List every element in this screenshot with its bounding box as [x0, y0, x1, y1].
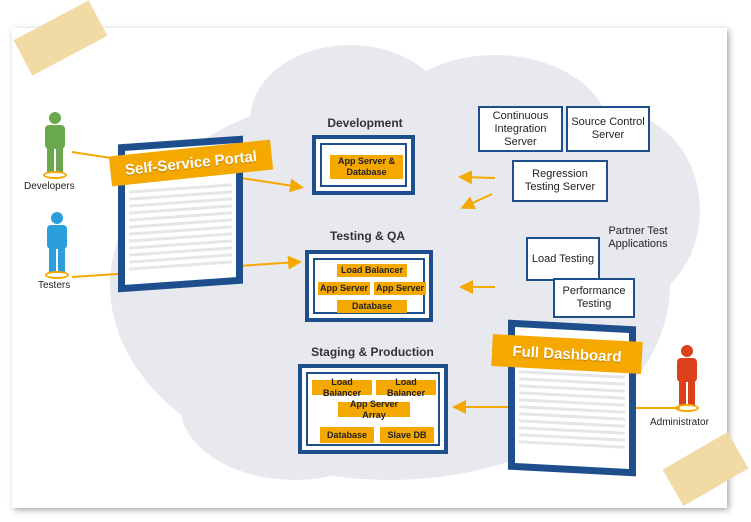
developers-label: Developers: [24, 181, 75, 192]
chip-load-balancer: Load Balancer: [376, 377, 436, 398]
staging-env: Load Balancer Load Balancer App Server A…: [298, 364, 448, 454]
chip-database: Database: [337, 300, 407, 313]
testers-label: Testers: [38, 280, 71, 291]
chip-load-balancer: Load Balancer: [337, 264, 407, 277]
chip-load-balancer: Load Balancer: [312, 377, 372, 398]
administrator-figure: [672, 345, 702, 415]
administrator-label: Administrator: [650, 417, 709, 428]
staging-title: Staging & Production: [311, 345, 434, 359]
chip-app-server: App Server: [318, 282, 370, 295]
testing-title: Testing & QA: [329, 229, 406, 243]
arrow-icon: [460, 193, 493, 210]
chip-app-server: App Server: [374, 282, 426, 295]
tester-figure: [42, 212, 72, 282]
source-control-box: Source Control Server: [566, 106, 650, 152]
chip-app-server-array: App Server Array: [338, 399, 410, 420]
chip-database: Database: [320, 427, 374, 443]
chip-app-server-database: App Server & Database: [330, 155, 403, 179]
continuous-integration-box: Continuous Integration Server: [478, 106, 563, 152]
regression-testing-box: Regression Testing Server: [512, 160, 608, 202]
partner-test-title: Partner Test Applications: [608, 225, 668, 250]
performance-testing-box: Performance Testing: [553, 278, 635, 318]
developer-figure: [40, 112, 70, 182]
arrow-icon: [458, 170, 496, 185]
chip-slave-db: Slave DB: [380, 427, 434, 443]
testing-env: Load Balancer App Server App Server Data…: [305, 250, 433, 322]
load-testing-box: Load Testing: [526, 237, 600, 281]
development-env: App Server & Database: [312, 135, 415, 195]
development-title: Development: [327, 116, 403, 130]
